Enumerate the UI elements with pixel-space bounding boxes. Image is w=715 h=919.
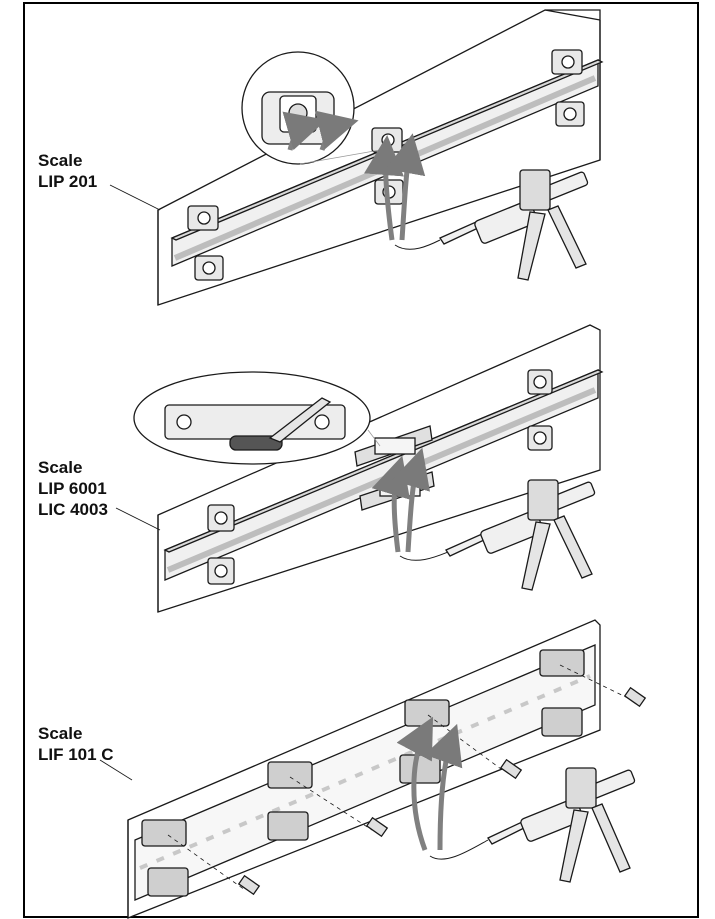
clamp-3d (539, 649, 585, 737)
adhesive-dispenser-2 (445, 479, 596, 591)
leader-line-2 (115, 507, 161, 531)
label-lip6001: Scale LIP 6001 LIC 4003 (38, 457, 108, 520)
clamp-1c (551, 49, 585, 127)
screws-3 (167, 664, 647, 896)
clamp-3a (141, 819, 189, 897)
label-line: LIP 6001 (38, 479, 107, 498)
adhesive-dispenser-3 (487, 767, 636, 883)
label-line: LIF 101 C (38, 745, 114, 764)
label-line: LIP 201 (38, 172, 98, 191)
clamp-1a (187, 205, 224, 281)
leader-line-3 (99, 759, 133, 781)
panel-lip201-illustration (157, 9, 604, 306)
clamp-2a (207, 504, 235, 585)
clamp-2b (527, 369, 553, 451)
label-line: LIC 4003 (38, 500, 108, 519)
panel-lif101c-illustration (127, 619, 647, 919)
label-line: Scale (38, 458, 83, 477)
adhesive-dispenser-1 (439, 169, 589, 281)
label-line: Scale (38, 724, 83, 743)
clamp-3b (267, 761, 313, 841)
panel-lip6001-illustration (133, 324, 604, 613)
label-lip201: Scale LIP 201 (38, 150, 97, 192)
label-lif101c: Scale LIF 101 C (38, 723, 114, 765)
leader-line-1 (109, 184, 161, 211)
scale-bar-3 (134, 644, 596, 901)
label-line: Scale (38, 151, 83, 170)
